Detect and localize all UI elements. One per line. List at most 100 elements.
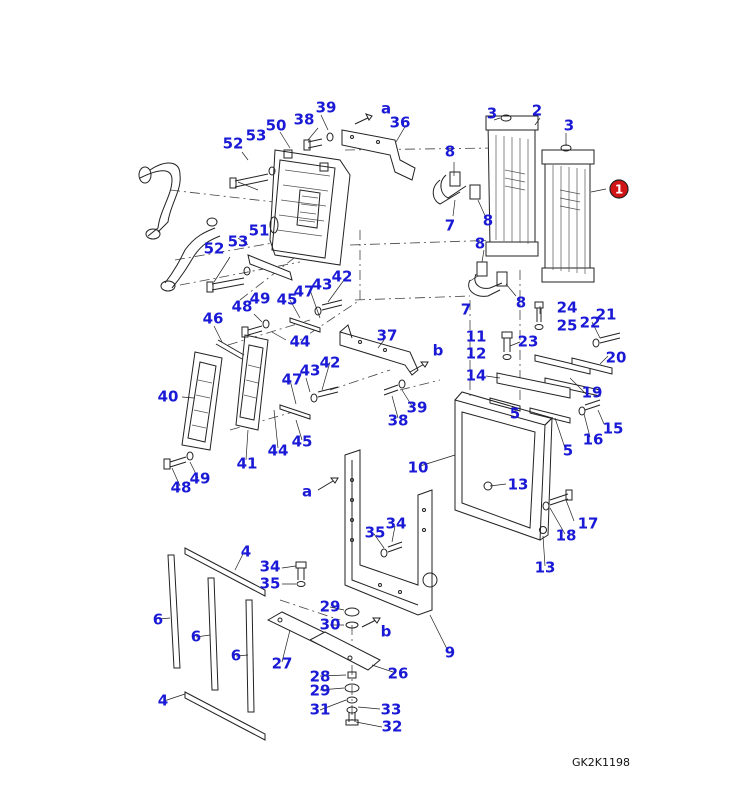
callout-6: 6 [231,647,241,665]
badge-label[interactable]: 1 [615,183,623,197]
callout-50: 50 [266,117,287,135]
callout-35: 35 [365,524,386,542]
oil-cooler-upper [269,149,351,266]
callout-12: 12 [466,345,487,363]
callout-17: 17 [578,515,599,533]
shroud-frame-10 [454,391,553,541]
seals-4-6 [167,547,266,741]
bolt-34-35-mid [380,541,403,558]
callout-32: 32 [382,718,403,736]
callout-16: 16 [583,431,604,449]
support-frame-9 [344,449,438,616]
drawing-reference-code: GK2K1198 [572,756,630,769]
cooler-41 [235,334,269,431]
hose-7-lower [468,261,508,297]
callout-6: 6 [191,628,201,646]
callout-39: 39 [407,399,428,417]
callout-5: 5 [563,442,573,460]
callout-25: 25 [557,317,578,335]
callout-6: 6 [153,611,163,629]
callout-23: 23 [518,333,539,351]
bracket-36 [341,129,416,181]
callout-44: 44 [268,442,289,460]
bracket-26 [308,631,381,671]
callout-41: 41 [237,455,258,473]
callout-7: 7 [445,217,455,235]
callout-29: 29 [310,682,331,700]
callout-36: 36 [390,114,411,132]
callout-20: 20 [606,349,627,367]
selected-part-badge[interactable]: 1 [609,179,629,199]
callout-4: 4 [158,692,168,710]
callout-b: b [433,342,444,360]
upper-hose [138,162,218,240]
callout-labels: 39 a 36 38 50 53 52 3 2 3 8 7 8 8 7 8 51… [153,99,627,736]
badge-circle[interactable] [609,179,629,199]
callout-45: 45 [277,291,298,309]
bolts-upper-left [206,132,334,293]
bolt-15 [578,399,601,416]
cooler-40 [181,351,223,451]
callout-13: 13 [508,476,529,494]
bars-45-46-47 [215,317,321,420]
callout-14: 14 [466,367,487,385]
callout-a: a [302,483,312,501]
callout-52: 52 [204,240,225,258]
callout-19: 19 [582,384,603,402]
bracket-37 [339,324,419,376]
bar-14 [496,372,571,399]
callout-33: 33 [381,701,402,719]
callout-49: 49 [250,290,271,308]
bolt-24 [534,301,544,330]
callout-34: 34 [386,515,407,533]
callout-27: 27 [272,655,293,673]
callout-8: 8 [516,294,526,312]
bolts-42-48-49 [163,299,343,470]
callout-26: 26 [388,665,409,683]
bolt-34-35-lower [295,561,307,587]
callout-8: 8 [475,235,485,253]
lower-hose [160,227,221,292]
callout-48: 48 [232,298,253,316]
callout-3: 3 [564,117,574,135]
bolt-38-39 [383,379,406,396]
callout-45: 45 [292,433,313,451]
callout-18: 18 [556,527,577,545]
callout-53: 53 [228,233,249,251]
callout-39: 39 [316,99,337,117]
callout-2: 2 [532,102,542,120]
callout-8: 8 [483,212,493,230]
bolt-11 [501,331,513,360]
callout-8: 8 [445,143,455,161]
callout-37: 37 [377,327,398,345]
callout-42: 42 [320,354,341,372]
callout-47: 47 [294,283,315,301]
callout-7: 7 [461,301,471,319]
hose-7-upper [432,171,481,205]
mount-stack [344,607,360,726]
direction-arrows [317,113,429,628]
callout-13: 13 [535,559,556,577]
callout-24: 24 [557,299,578,317]
brackets-19-20-23 [534,332,621,397]
callout-b: b [381,623,392,641]
callout-34: 34 [260,558,281,576]
callout-43: 43 [312,276,333,294]
callout-21: 21 [596,306,617,324]
callout-15: 15 [603,420,624,438]
callout-46: 46 [203,310,224,328]
callout-42: 42 [332,268,353,286]
callout-40: 40 [158,388,179,406]
leader-lines [158,114,609,728]
callout-52: 52 [223,135,244,153]
callout-28: 28 [310,668,331,686]
callout-43: 43 [300,362,321,380]
callout-3: 3 [487,105,497,123]
bolt-17 [542,489,573,511]
callout-53: 53 [246,127,267,145]
callout-49: 49 [190,470,211,488]
callout-51: 51 [249,222,270,240]
callout-31: 31 [310,701,331,719]
